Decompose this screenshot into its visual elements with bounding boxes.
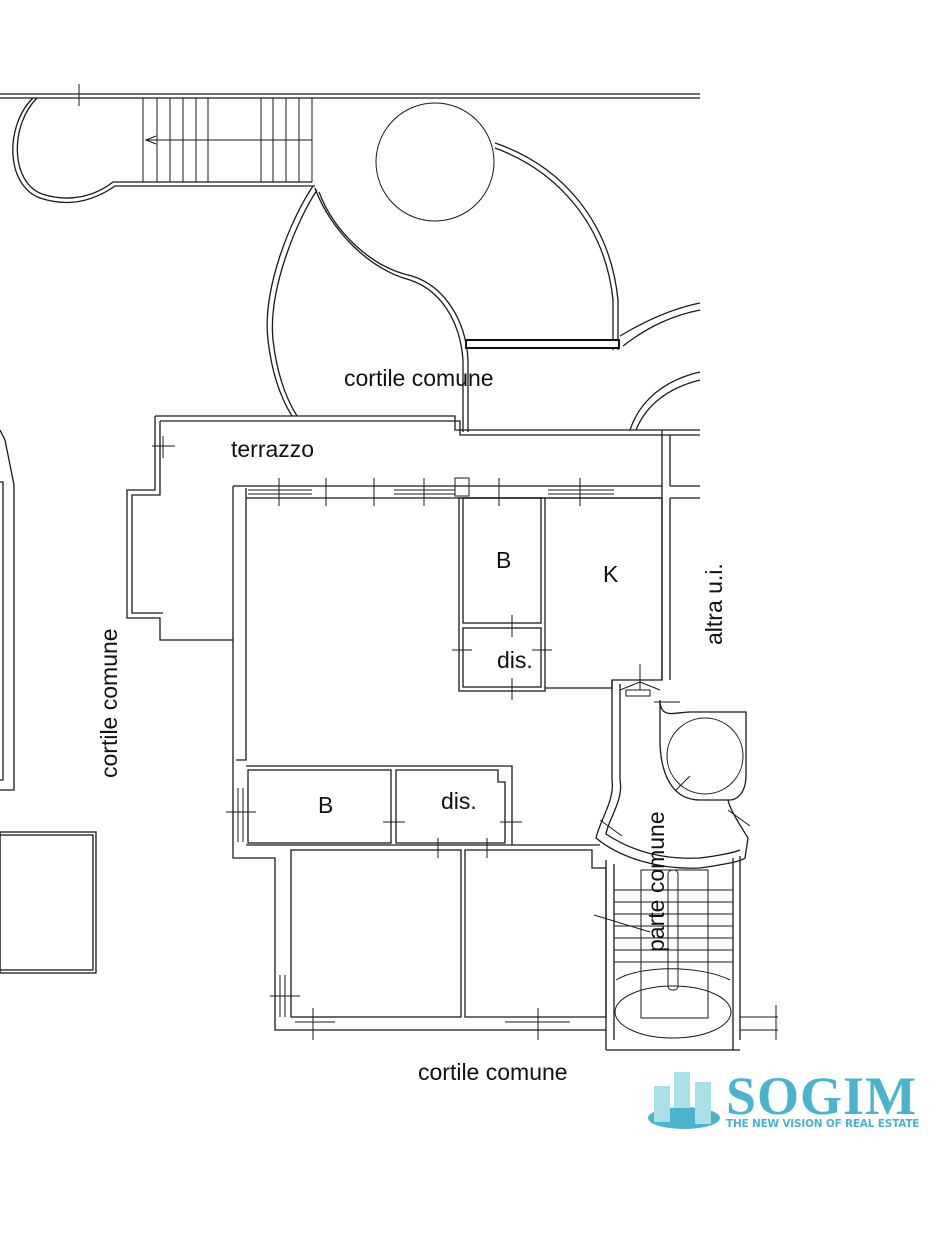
left-side-structures [0, 429, 97, 974]
label-common-part: parte comune [643, 811, 669, 952]
top-left-stair [12, 97, 315, 204]
stair-core [593, 680, 778, 1051]
apartment-walls [226, 430, 700, 1040]
label-terrace: terrazzo [231, 436, 315, 462]
label-courtyard-top: cortile comune [344, 365, 494, 391]
buildings-icon [648, 1072, 720, 1129]
top-courtyard [266, 102, 701, 432]
logo-name: SOGIM [726, 1066, 918, 1126]
top-boundary-wall [0, 84, 700, 106]
room-label-bath-1: B [496, 547, 512, 573]
room-label-hall-2: dis. [441, 788, 477, 814]
label-other-unit: altra u.i. [701, 563, 727, 645]
label-courtyard-bottom: cortile comune [418, 1059, 568, 1085]
room-label-hall-1: dis. [497, 647, 533, 673]
room-label-bath-2: B [318, 792, 334, 818]
sogim-logo: SOGIM THE NEW VISION OF REAL ESTATE [646, 1068, 926, 1134]
logo-tagline: THE NEW VISION OF REAL ESTATE [726, 1118, 920, 1130]
terrace-walls [126, 415, 700, 641]
room-label-kitchen: K [603, 561, 619, 587]
label-courtyard-left: cortile comune [96, 628, 122, 778]
